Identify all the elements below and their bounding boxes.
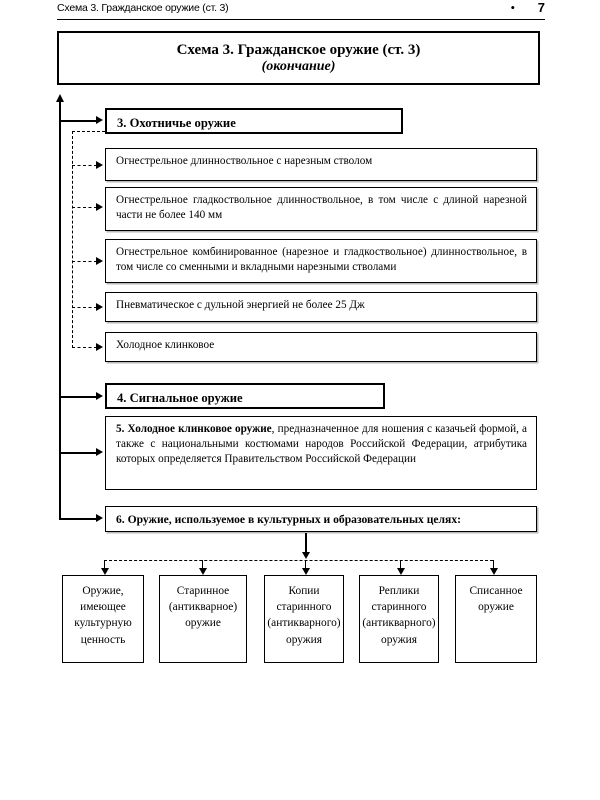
section6-leaf-2-text: Старинное (антикварное) оружие bbox=[168, 585, 238, 630]
leaf-arrow-2-icon bbox=[198, 568, 207, 575]
running-header-title: Схема 3. Гражданское оружие (ст. 3) bbox=[57, 2, 229, 14]
branch-arrow-section5-icon bbox=[96, 448, 103, 456]
dashed-stub-from-section3 bbox=[72, 131, 105, 132]
section5-text: 5. Холодное клинковое оружие, предназнач… bbox=[116, 422, 527, 466]
section6-leaf-5-text: Списанное оружие bbox=[469, 585, 523, 614]
section3-item-3-text: Огнестрельное комбинированное (нарезное … bbox=[116, 246, 527, 273]
section4-heading-box: 4. Сигнальное оружие bbox=[105, 383, 385, 409]
leaf-arrow-5-icon bbox=[489, 568, 498, 575]
dashed-arrow-item5-icon bbox=[96, 343, 103, 351]
main-spine-line bbox=[59, 101, 61, 518]
section6-leaf-4: Реплики старинного (антикварного) оружия bbox=[359, 575, 439, 663]
section6-heading-text: 6. Оружие, используемое в культурных и о… bbox=[116, 513, 461, 526]
dashed-branch-item4 bbox=[72, 307, 97, 308]
section3-item-5: Холодное клинковое bbox=[105, 332, 537, 362]
section3-item-4: Пневматическое с дульной энергией не бол… bbox=[105, 292, 537, 322]
branch-arrow-section4-icon bbox=[96, 392, 103, 400]
dashed-branch-item3 bbox=[72, 261, 97, 262]
section6-drop-line bbox=[305, 533, 307, 553]
dashed-arrow-item2-icon bbox=[96, 203, 103, 211]
branch-line-section5 bbox=[59, 452, 97, 454]
section3-item-3: Огнестрельное комбинированное (нарезное … bbox=[105, 239, 537, 283]
leaf-stem-5 bbox=[492, 562, 495, 570]
dashed-branch-item2 bbox=[72, 207, 97, 208]
section3-item-2: Огнестрельное гладкоствольное длинноство… bbox=[105, 187, 537, 231]
section5-lead: 5. Холодное клинковое оружие bbox=[116, 423, 272, 435]
branch-line-section6 bbox=[59, 518, 97, 520]
dashed-spine-section3 bbox=[72, 131, 73, 348]
header-divider bbox=[57, 19, 545, 20]
running-header: Схема 3. Гражданское оружие (ст. 3) • 7 bbox=[57, 0, 545, 24]
leaf-arrow-3-icon bbox=[301, 568, 310, 575]
leaf-stem-3 bbox=[304, 562, 307, 570]
section6-leaf-3: Копии старинного (антикварного) оружия bbox=[264, 575, 344, 663]
bullet-icon: • bbox=[510, 0, 515, 15]
section3-item-1-text: Огнестрельное длинноствольное с нарезным… bbox=[116, 155, 373, 167]
leaf-distribution-bus bbox=[104, 560, 493, 561]
page-number: 7 bbox=[537, 0, 545, 15]
scheme-title-box: Схема 3. Гражданское оружие (ст. 3) (око… bbox=[57, 31, 540, 85]
section6-leaf-1-text: Оружие, имеющее культурную ценность bbox=[74, 585, 132, 646]
leaf-stem-1 bbox=[103, 562, 106, 570]
dashed-arrow-item3-icon bbox=[96, 257, 103, 265]
section5-box: 5. Холодное клинковое оружие, предназнач… bbox=[105, 416, 537, 490]
branch-line-section3 bbox=[59, 120, 97, 122]
leaf-stem-2 bbox=[201, 562, 204, 570]
dashed-branch-item1 bbox=[72, 165, 97, 166]
branch-arrow-section3-icon bbox=[96, 116, 103, 124]
section5-rest: , предназначенное для ношения с казачьей… bbox=[116, 423, 527, 465]
section6-leaf-2: Старинное (антикварное) оружие bbox=[159, 575, 247, 663]
dashed-branch-item5 bbox=[72, 347, 97, 348]
dashed-arrow-item1-icon bbox=[96, 161, 103, 169]
section6-drop-arrow-icon bbox=[301, 552, 310, 559]
section3-item-5-text: Холодное клинковое bbox=[116, 339, 215, 351]
section3-heading-text: 3. Охотничье оружие bbox=[117, 116, 236, 130]
section3-item-1: Огнестрельное длинноствольное с нарезным… bbox=[105, 148, 537, 181]
section3-item-4-text: Пневматическое с дульной энергией не бол… bbox=[116, 299, 365, 311]
section3-heading-box: 3. Охотничье оружие bbox=[105, 108, 403, 134]
section6-leaf-4-text: Реплики старинного (антикварного) оружия bbox=[362, 585, 436, 646]
section3-item-2-text: Огнестрельное гладкоствольное длинноство… bbox=[116, 194, 527, 221]
branch-arrow-section6-icon bbox=[96, 514, 103, 522]
section6-leaf-5: Списанное оружие bbox=[455, 575, 537, 663]
section6-leaf-1: Оружие, имеющее культурную ценность bbox=[62, 575, 144, 663]
leaf-stem-4 bbox=[399, 562, 402, 570]
section4-heading-text: 4. Сигнальное оружие bbox=[117, 391, 243, 405]
dashed-arrow-item4-icon bbox=[96, 303, 103, 311]
leaf-arrow-1-icon bbox=[100, 568, 109, 575]
leaf-arrow-4-icon bbox=[396, 568, 405, 575]
section6-heading-box: 6. Оружие, используемое в культурных и о… bbox=[105, 506, 537, 532]
scheme-title-line2: (окончание) bbox=[261, 58, 336, 74]
scheme-title-line1: Схема 3. Гражданское оружие (ст. 3) bbox=[176, 41, 421, 58]
section6-leaf-3-text: Копии старинного (антикварного) оружия bbox=[267, 585, 341, 646]
branch-line-section4 bbox=[59, 396, 97, 398]
spine-up-arrow-icon bbox=[55, 94, 64, 102]
